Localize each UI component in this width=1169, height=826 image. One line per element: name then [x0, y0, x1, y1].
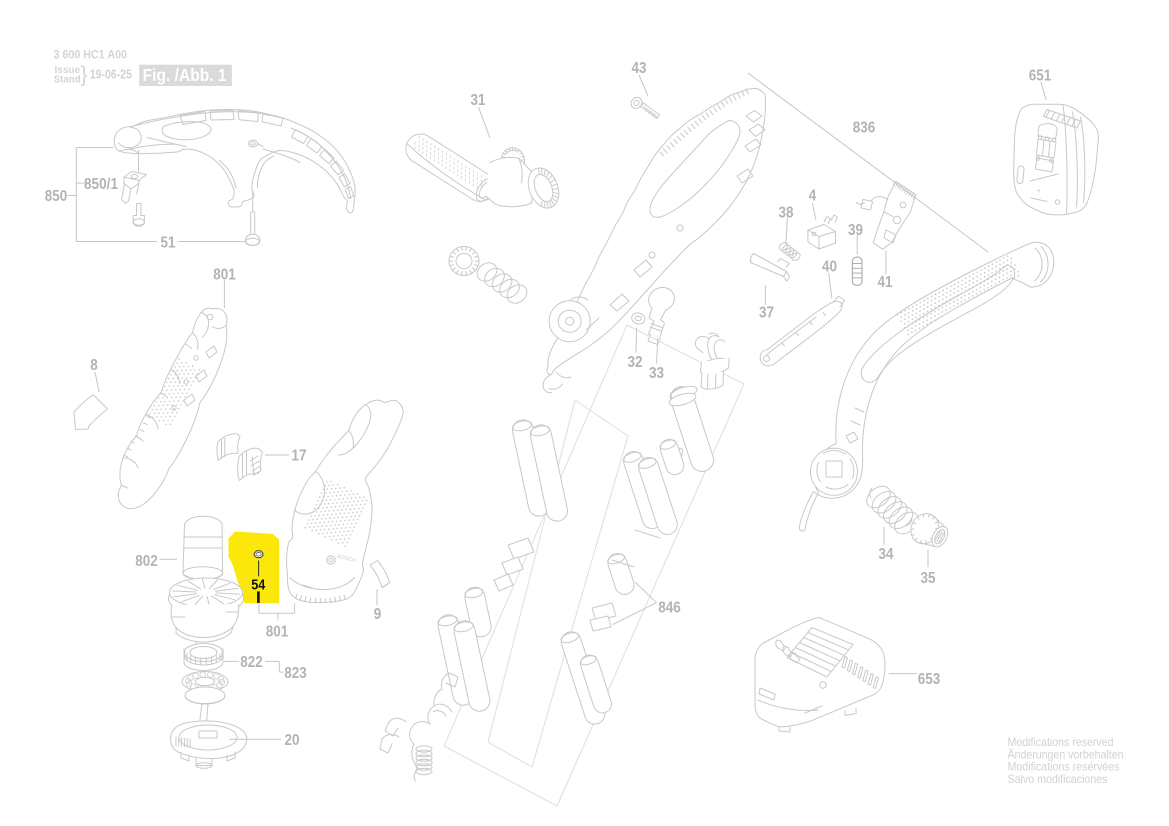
- svg-text:Issue: Issue: [55, 64, 81, 76]
- svg-text:BOSCH: BOSCH: [337, 554, 357, 565]
- svg-text:651: 651: [1029, 68, 1052, 85]
- svg-text:8: 8: [90, 357, 98, 374]
- svg-text:54: 54: [251, 578, 266, 594]
- svg-text:38: 38: [779, 205, 794, 222]
- svg-text:836: 836: [853, 120, 876, 137]
- svg-text:+: +: [1037, 188, 1041, 195]
- svg-text:37: 37: [759, 305, 774, 322]
- svg-text:19-06-25: 19-06-25: [90, 67, 132, 81]
- svg-text:41: 41: [878, 274, 893, 291]
- svg-text:823: 823: [284, 665, 307, 682]
- svg-text:33: 33: [649, 365, 664, 382]
- svg-text:32: 32: [628, 354, 643, 371]
- svg-text:801: 801: [213, 267, 236, 284]
- svg-text:653: 653: [918, 671, 941, 688]
- svg-text:17: 17: [292, 448, 307, 465]
- svg-text:850: 850: [45, 188, 68, 205]
- svg-text:9: 9: [374, 606, 382, 623]
- svg-text:Salvo modificaciones: Salvo modificaciones: [1008, 772, 1108, 786]
- svg-text:43: 43: [632, 60, 647, 77]
- svg-text:4: 4: [809, 188, 817, 205]
- svg-text:3 600 HC1 A00: 3 600 HC1 A00: [54, 48, 128, 62]
- svg-text:35: 35: [921, 570, 936, 587]
- svg-text:31: 31: [471, 92, 486, 109]
- svg-text:Modifications resérvées: Modifications resérvées: [1008, 760, 1120, 774]
- svg-text:Modifications reserved: Modifications reserved: [1008, 735, 1114, 749]
- svg-text:51: 51: [161, 235, 176, 252]
- svg-text:}: }: [81, 62, 88, 87]
- svg-text:Änderungen vorbehalten: Änderungen vorbehalten: [1008, 747, 1124, 761]
- svg-text:34: 34: [879, 546, 894, 563]
- svg-text:39: 39: [848, 222, 863, 239]
- svg-text:802: 802: [135, 553, 158, 570]
- svg-text:822: 822: [240, 654, 263, 671]
- svg-text:850/1: 850/1: [84, 176, 118, 193]
- svg-text:40: 40: [822, 259, 837, 276]
- svg-text:Fig. /Abb. 1: Fig. /Abb. 1: [143, 65, 227, 85]
- svg-text:20: 20: [285, 732, 300, 749]
- svg-text:Stand: Stand: [54, 74, 81, 86]
- svg-text:846: 846: [658, 600, 681, 617]
- svg-text:801: 801: [266, 624, 289, 641]
